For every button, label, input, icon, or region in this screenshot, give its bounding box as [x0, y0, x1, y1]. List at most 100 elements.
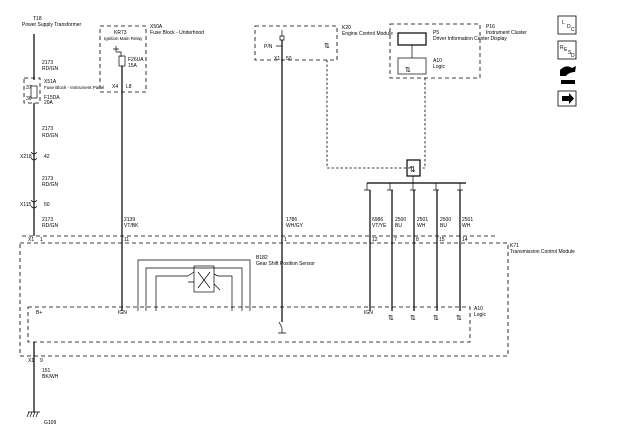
- b182-name: Gear Shift Position Sensor: [256, 261, 315, 267]
- x218-pin: 42: [44, 154, 50, 160]
- x51a-name: Fuse Block - Instrument Panel: [44, 85, 104, 90]
- g109-id: G109: [44, 420, 56, 426]
- arrow-right-icon[interactable]: [557, 90, 577, 107]
- kr73-name: Ignition Main Relay: [104, 36, 143, 41]
- legend-resd-s: S: [568, 50, 572, 56]
- pn-switch-icon: [278, 321, 286, 334]
- circuit-2173-num-a: 2173: [42, 60, 53, 66]
- circuit-2173-num-b: 2173: [42, 126, 53, 132]
- x50a-connector: X4: [112, 84, 118, 90]
- p16-logic-name: Logic: [433, 64, 445, 70]
- k71-pin-ground: 9: [40, 358, 43, 364]
- k71-pin-6986: 12: [372, 237, 378, 243]
- k71-name: Transmission Control Module: [510, 249, 575, 255]
- fuse-f15da-icon: [30, 85, 38, 99]
- p16-logic-id: A10: [433, 58, 442, 64]
- k71-connector-id: X1: [28, 237, 34, 243]
- legend-resd[interactable]: R E S D: [557, 40, 577, 60]
- circuit-2500-color-b: BU: [440, 223, 447, 229]
- x50a-fuse: F26UA: [128, 57, 144, 63]
- b182-gear-shift-position-sensor: B182 Gear Shift Position Sensor: [137, 255, 315, 311]
- p5-name: Driver Information Center Display: [433, 36, 507, 42]
- x51a-id: X51A: [44, 79, 57, 85]
- legend-resd-d: D: [571, 53, 575, 59]
- b182-id: B182: [256, 255, 268, 261]
- tcm-arrow-icon-4: ⇅: [456, 315, 462, 322]
- circuit-2173-color-b: RD/GN: [42, 133, 59, 139]
- a10-logic-box: [397, 57, 427, 75]
- k20-name: Engine Control Module: [342, 31, 393, 37]
- p5-display-box: [397, 32, 427, 46]
- k71-logic-id: A10: [474, 306, 483, 312]
- k20-bidir-arrow-icon: ⇅: [324, 43, 330, 50]
- p16-name: Instrument Cluster: [486, 30, 527, 36]
- k71-logic-name: Logic: [474, 312, 486, 318]
- circuit-151-num: 151: [42, 368, 51, 374]
- t18-power-supply-transformer: T18 Power Supply Transformer: [22, 16, 82, 28]
- tcm-bplus-label: B+: [36, 310, 42, 316]
- circuit-2139-color: VT/BK: [124, 223, 139, 229]
- k71-ground-connector: X1: [28, 358, 34, 364]
- circuit-2501-color-a: WH: [417, 223, 426, 229]
- tcm-ign-label-b: IGN: [364, 310, 373, 316]
- k20-id: K20: [342, 25, 351, 31]
- circuit-2501-num-b: 2501: [462, 217, 473, 223]
- legend-ldc-c: C: [571, 27, 575, 33]
- x51a-rating: 20A: [44, 100, 54, 106]
- k71-pin-2500a: 7: [394, 237, 397, 243]
- circuit-151-color: BK/WH: [42, 374, 59, 380]
- x50a-rating: 15A: [128, 63, 138, 69]
- circuit-2173-color-c: RD/GN: [42, 182, 59, 188]
- k71-transmission-control-module: K71 Transmission Control Module X1 1 11 …: [19, 235, 575, 357]
- x218-id: X218: [20, 154, 32, 160]
- x50a-fuse-block: X50A Fuse Block - Underhood KR73 Ignitio…: [99, 24, 204, 93]
- p5-id: P5: [433, 30, 439, 36]
- circuit-2173-color-d: RD/GN: [42, 223, 59, 229]
- x50a-pin: L8: [126, 84, 132, 90]
- circuit-2500-num-b: 2500: [440, 217, 451, 223]
- x50a-id: X50A: [150, 24, 163, 30]
- x50a-name: Fuse Block - Underhood: [150, 30, 204, 36]
- k71-id: K71: [510, 243, 519, 249]
- x51a-fuse-block: X51A Fuse Block - Instrument Panel 37 36…: [23, 77, 104, 106]
- circuit-1786-color: WH/GY: [286, 223, 304, 229]
- t18-name: Power Supply Transformer: [22, 22, 82, 28]
- k71-pin-2500b: 15: [439, 237, 445, 243]
- x51a-pin-out: 36: [26, 96, 32, 102]
- circuit-2173-num-d: 2173: [42, 217, 53, 223]
- tcm-ign-label-a: IGN: [118, 310, 127, 316]
- ground-icon: [26, 411, 40, 418]
- circuit-2500-color-a: BU: [395, 223, 402, 229]
- hand-icon[interactable]: [560, 66, 576, 84]
- fuse-f26ua-icon: [118, 55, 126, 67]
- k71-pin-2501b: 14: [462, 237, 468, 243]
- circuit-2501-num-a: 2501: [417, 217, 428, 223]
- k20-pn-label: P/N: [264, 44, 273, 50]
- p16-id: P16: [486, 24, 495, 30]
- k20-connector: X1: [274, 56, 280, 62]
- tcm-arrow-icon-1: ⇅: [388, 315, 394, 322]
- k71-pin-bplus: 1: [40, 237, 43, 243]
- circuit-6986-num: 6986: [372, 217, 383, 223]
- kr73-id: KR73: [114, 30, 127, 36]
- p16-data-link: [420, 78, 426, 169]
- tcm-arrow-icon-2: ⇅: [410, 315, 416, 322]
- legend-resd-e: E: [564, 47, 568, 53]
- x218-connector-icon: [30, 151, 38, 161]
- circuit-1786-num: 1786: [286, 217, 297, 223]
- k71-pin-2501a: 8: [416, 237, 419, 243]
- data-splice-box: [406, 159, 421, 177]
- tcm-arrow-icon-3: ⇅: [433, 315, 439, 322]
- x115-pin: 50: [44, 202, 50, 208]
- k20-switch-icon: [279, 30, 285, 41]
- circuit-2173-color-a: RD/GN: [42, 66, 59, 72]
- k71-pin-pn: 1: [284, 237, 287, 243]
- t18-id: T18: [33, 16, 42, 22]
- x51a-pin-in: 37: [26, 85, 32, 91]
- p16-bidir-arrow-icon: ⇅: [405, 67, 411, 74]
- sensor-element-icon: [193, 265, 215, 293]
- legend-ldc[interactable]: L D C: [557, 15, 577, 35]
- legend-resd-r: R: [560, 45, 564, 51]
- splice-bidir-arrow-icon: ⇅: [409, 165, 416, 174]
